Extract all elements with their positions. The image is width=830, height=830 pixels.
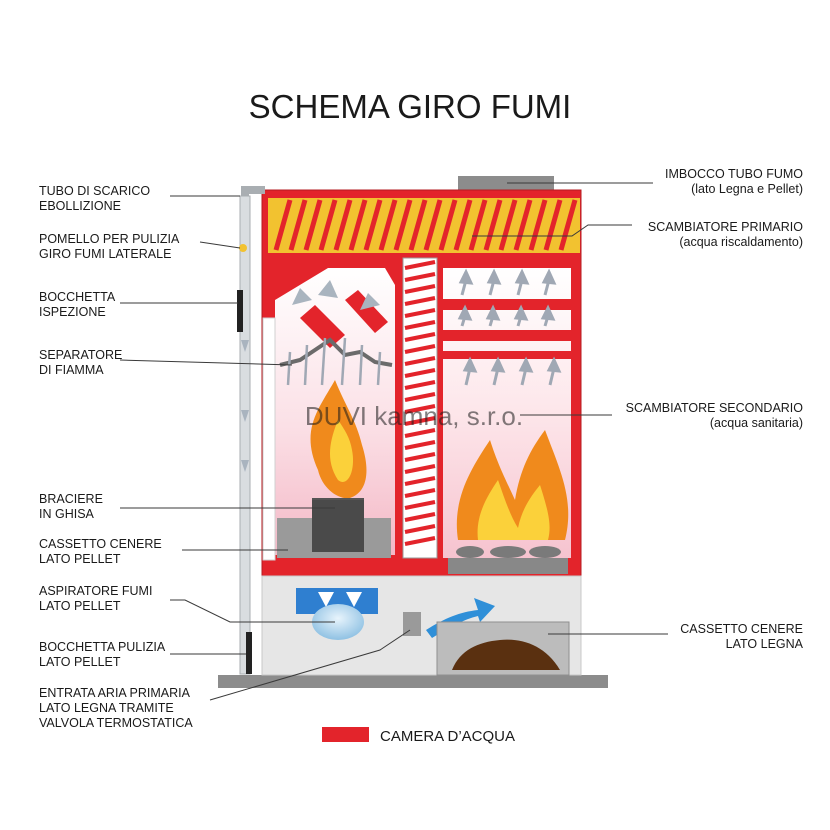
page-title: SCHEMA GIRO FUMI xyxy=(249,88,572,125)
boiling-discharge-pipe xyxy=(239,195,251,675)
watermark: DUVI kamna, s.r.o. xyxy=(305,401,523,431)
label-flue-outlet: IMBOCCO TUBO FUMO(lato Legna e Pellet) xyxy=(665,167,803,196)
base-plate xyxy=(218,675,608,688)
label-secondary-exchanger: SCAMBIATORE SECONDARIO(acqua sanitaria) xyxy=(626,401,804,430)
thermostatic-valve xyxy=(403,612,421,636)
left-flue-channel xyxy=(262,317,276,561)
wood-ash-embers xyxy=(452,639,560,670)
pipe-top-bend xyxy=(241,186,265,196)
downflow-arrows xyxy=(241,340,249,472)
label-primary-exchanger: SCAMBIATORE PRIMARIO(acqua riscaldamento… xyxy=(648,220,803,249)
inspection-hatch xyxy=(237,290,243,332)
callout-lines-left xyxy=(119,195,411,701)
wood-baffle-1 xyxy=(443,299,571,310)
pellet-baffles xyxy=(300,290,388,348)
wood-logs xyxy=(456,546,561,558)
wood-baffle-3 xyxy=(443,351,571,359)
smoke-arrows-wood xyxy=(457,268,562,386)
aspirator-arrow-1 xyxy=(318,592,334,607)
pellet-cleaning-hatch xyxy=(246,632,252,674)
pellet-flame xyxy=(310,380,367,499)
callout-lines-right xyxy=(472,182,668,635)
smoke-arrows-pellet xyxy=(292,280,380,310)
wood-flame xyxy=(456,430,569,540)
smoke-arrows-separator xyxy=(286,337,382,386)
flue-outlet-collar xyxy=(458,176,554,190)
legend-swatch-water-chamber xyxy=(322,727,369,742)
wood-baffle-2 xyxy=(443,330,571,341)
secondary-exchanger-coil xyxy=(404,260,436,546)
flame-separator xyxy=(279,337,393,367)
legend-label-water-chamber: CAMERA D’ACQUA xyxy=(380,728,515,745)
wood-grate xyxy=(448,558,568,574)
aspirator-fan xyxy=(312,604,364,640)
pellet-brazier-core xyxy=(312,500,364,552)
aspirator-arrow-2 xyxy=(346,592,362,607)
primary-exchanger-coil xyxy=(273,199,578,251)
cleaning-knob xyxy=(239,244,247,252)
